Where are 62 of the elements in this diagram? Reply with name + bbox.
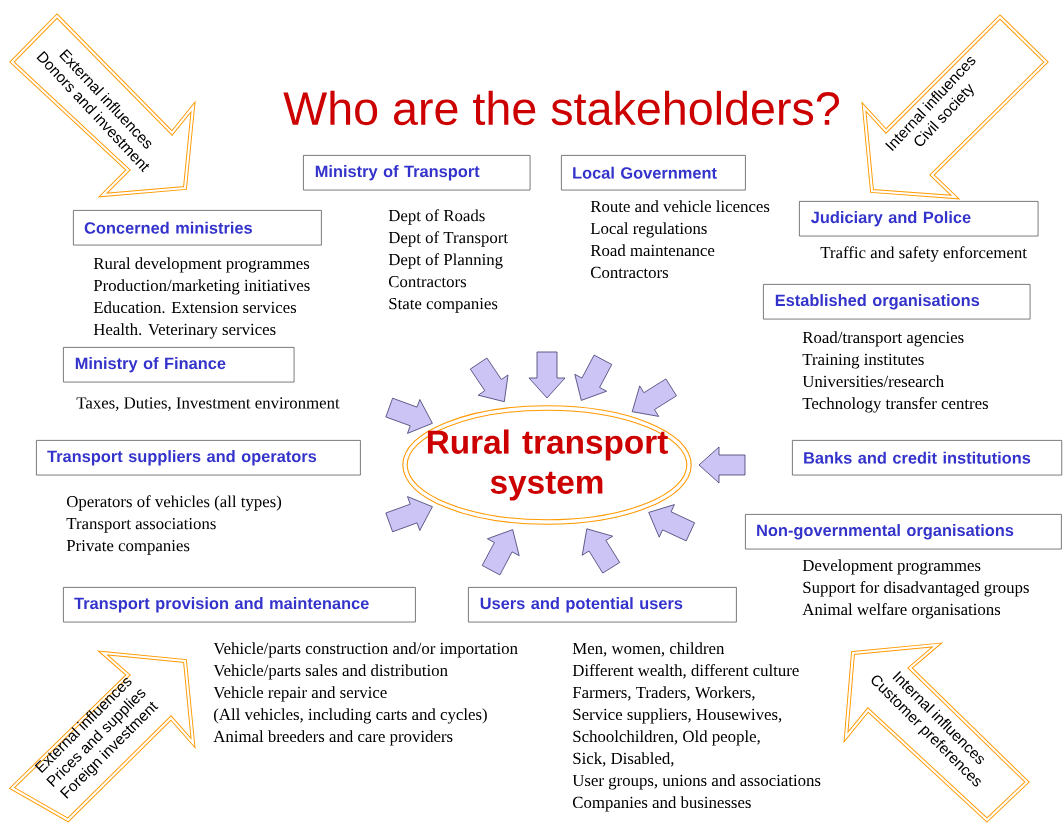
heading-box: Banks and credit institutions [792,440,1063,476]
heading-box: Ministry of Finance [63,347,295,383]
block-arrow [469,357,509,403]
node-label: State companies [389,297,498,313]
item-list: Dept of Roads Dept of Transport Dept of Planning Contractors State companies [388,209,508,313]
item-list: Taxes, Duties, Investment environment [76,397,340,411]
item-list: Rural development programmes Production/marketing initiatives Education. Extension services Health. Veterinary services [93,257,310,339]
node-label: Contractors [590,266,669,279]
heading-box: Ministry of Transport [303,155,531,191]
node-label: User groups, unions and associations [572,774,821,790]
heading-box: Local Government [561,155,746,191]
node-label: Vehicle/parts construction and/or importation [213,642,518,658]
item-list: Route and vehicle licences Local regulations Road maintenance Contractors [590,200,770,279]
node-label: Sick, Disabled, [573,752,674,767]
node-label: Rural development programmes [93,257,310,273]
node-label: Contractors [388,275,467,288]
node-label: Schoolchildren, Old people, [573,730,760,746]
block-arrow [581,528,621,574]
block-arrow [648,504,695,542]
item-list: Traffic and safety enforcement [820,246,1027,262]
node-label: Vehicle/parts sales and distribution [213,664,448,680]
block-arrow [481,529,520,576]
block-arrow [574,354,613,401]
title: Who are the stakeholders? [283,90,840,126]
node-label: Road/transport agencies [802,331,964,347]
node-label: Animal breeders and care providers [213,730,453,746]
node-label: Technology transfer centres [802,397,989,413]
node-label: Local regulations [590,222,707,238]
block-arrow [385,496,433,533]
block-arrow [385,397,433,434]
node-label: Farmers, Traders, Workers, [572,686,755,701]
node-label: Service suppliers, Housewives, [573,708,782,724]
block-arrow [698,446,746,484]
heading-box: Judiciary and Police [799,201,1039,237]
heading-box: Established organisations [763,284,1031,320]
heading-box: Transport provision and maintenance [63,587,416,623]
node-label: Men, women, children [572,642,725,657]
node-label: Training institutes [802,353,924,369]
block-arrow [528,351,566,399]
node-label: Route and vehicle licences [590,200,770,213]
heading-box: Concerned ministries [73,210,322,246]
heading-box: Transport suppliers and operators [36,440,361,476]
heading-box: Users and potential users [468,587,737,623]
node-label: Companies and businesses [572,796,751,812]
item-list: Road/transport agencies Training institutes Universities/research Technology transfer centres [802,331,988,413]
item-list: Vehicle/parts construction and/or importation Vehicle/parts sales and distribution Vehicle repair and service (All vehicles, including carts and cycles) Animal breeders and care providers [213,642,518,746]
item-list: Development programmes Support for disadvantaged groups Animal welfare organisations [802,559,1029,619]
node-label: Road maintenance [590,244,715,257]
heading-box: Non-governmental organisations [745,514,1062,550]
item-list: Operators of vehicles (all types) Transport associations Private companies [66,495,282,555]
node-label: Vehicle repair and service [213,686,387,702]
node-label: Dept of Transport [388,231,508,247]
item-list: Men, women, children Different wealth, different culture Farmers, Traders, Workers, Service suppliers, Housewives, Schoolchildren, Old people, Sick, Disabled, User groups, unions and associations Companies and businesses [572,642,821,812]
node-label: Production/marketing initiatives [93,279,310,295]
node-label: Dept of Planning [388,253,503,269]
node-label: (All vehicles, including carts and cycles) [214,708,487,724]
node-label: Different wealth, different culture [572,664,799,679]
node-label: Education. Extension services [93,301,297,314]
node-label: Health. Veterinary services [93,323,276,339]
block-arrow [631,378,677,417]
node-label: Universities/research [802,375,944,388]
node-label: Dept of Roads [388,209,485,225]
